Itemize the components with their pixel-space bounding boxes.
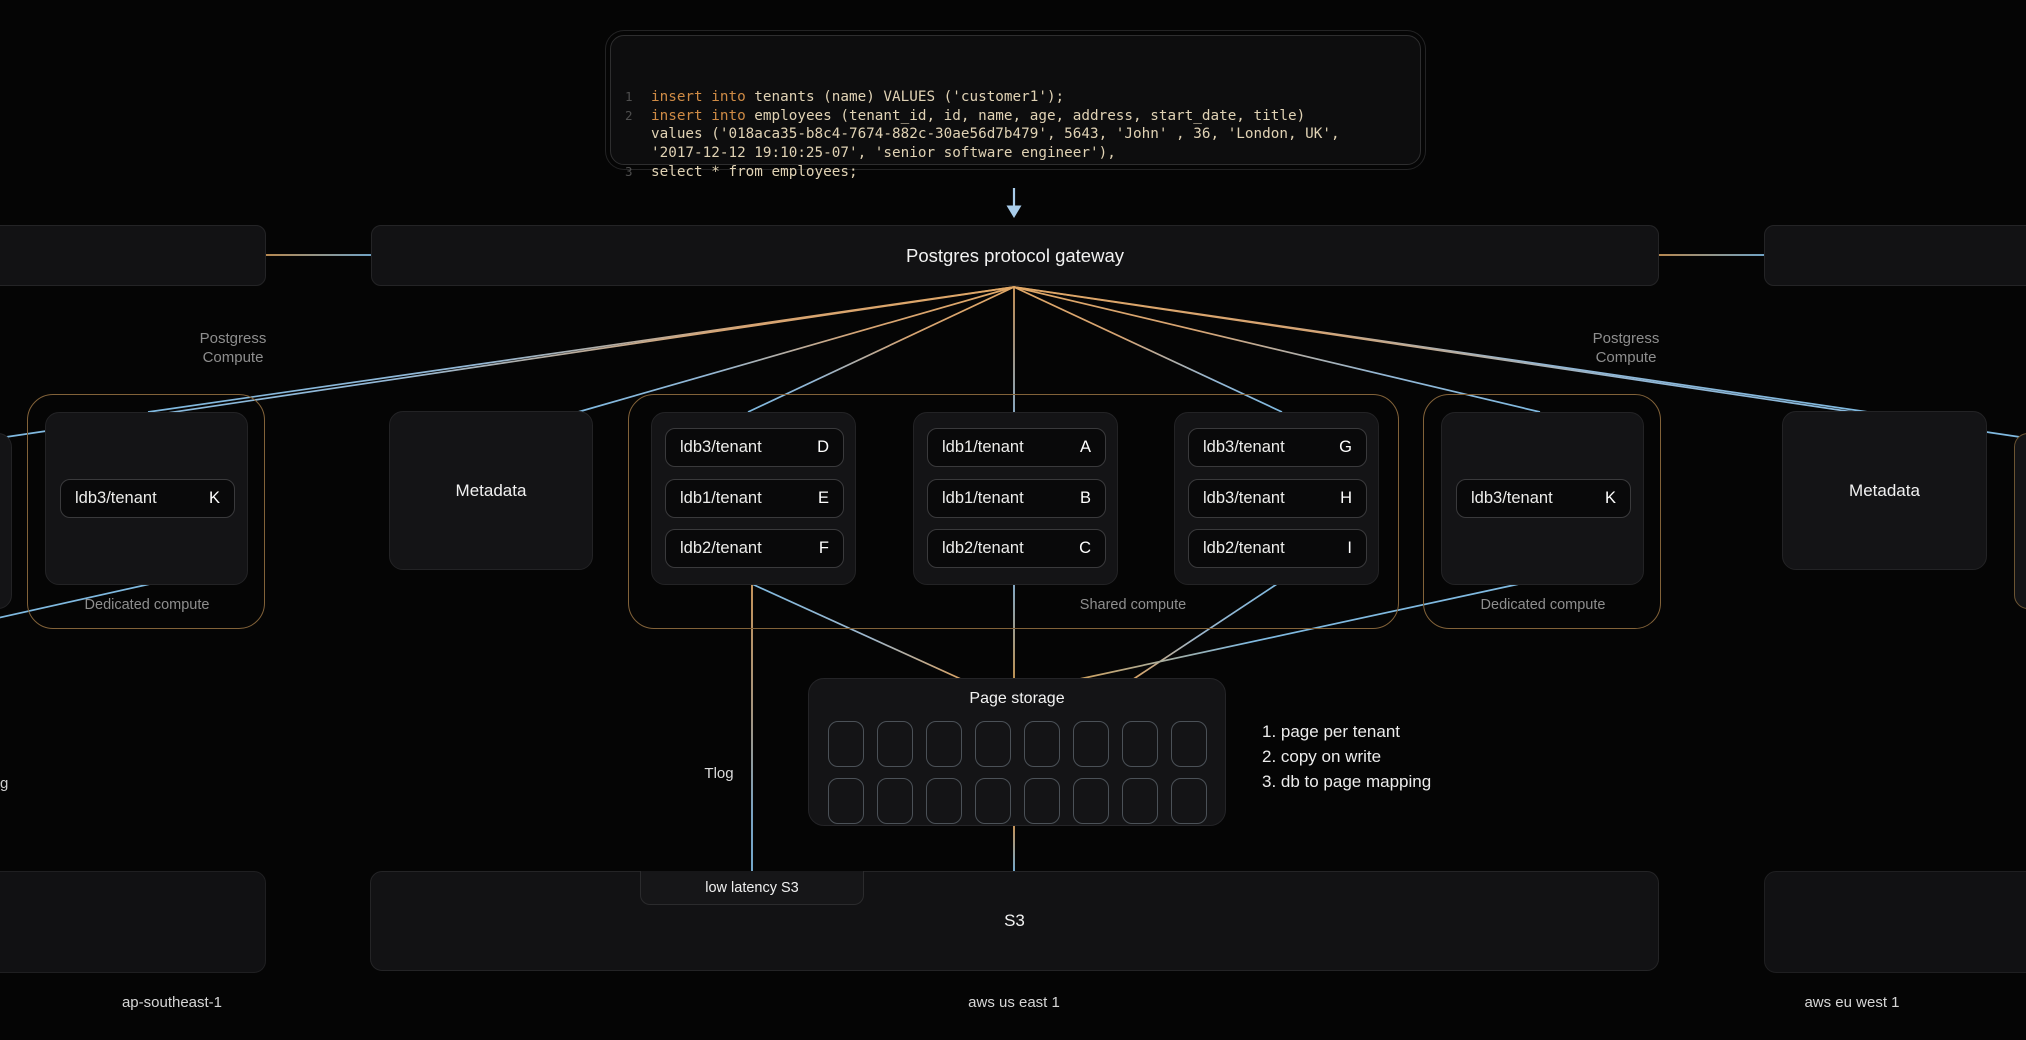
sql-code-line: '2017-12-12 19:10:25-07', 'senior softwa…: [625, 144, 1402, 163]
sql-code-text: select * from employees;: [651, 163, 858, 180]
postgress-compute-label-left: Postgress Compute: [199, 330, 267, 366]
sql-code-line: values ('018aca35-b8c4-7674-882c-30ae56d…: [625, 125, 1402, 144]
page-cell: [1171, 721, 1207, 767]
neighbor-gateway-left: [0, 225, 266, 286]
sql-code-panel: 1 insert into tenants (name) VALUES ('cus…: [610, 35, 1421, 180]
tenant-pill: ldb3/tenant G: [1188, 428, 1367, 467]
sql-code-text: values ('018aca35-b8c4-7674-882c-30ae56d…: [651, 126, 1340, 143]
region-label-right: aws eu west 1: [1804, 994, 1900, 1011]
page-cell: [877, 778, 913, 824]
sql-code-line: 3 select * from employees;: [625, 163, 1402, 182]
tenant-pill: ldb2/tenant C: [927, 529, 1106, 568]
neighbor-gateway-right: [1764, 225, 2026, 286]
page-storage-grid: [828, 721, 1208, 824]
note-item: 2. copy on write: [1262, 747, 1382, 766]
page-cell: [975, 721, 1011, 767]
postgres-protocol-gateway: Postgres protocol gateway: [371, 225, 1659, 286]
tenant-pill-k-right: ldb3/tenant K: [1456, 479, 1631, 518]
tenant-pill-k-left: ldb3/tenant K: [60, 479, 235, 518]
neighbor-compute-box-left: [0, 433, 12, 609]
tenant-pill: ldb2/tenant F: [665, 529, 844, 568]
page-cell: [1122, 778, 1158, 824]
shared-compute-label: Shared compute: [1079, 597, 1187, 613]
s3-box: S3: [370, 871, 1659, 971]
page-cell: [1024, 778, 1060, 824]
line-number: [625, 125, 651, 144]
sql-code-text: insert into tenants (name) VALUES ('cust…: [651, 89, 1065, 106]
page-cell: [1024, 721, 1060, 767]
dedicated-compute-label-right: Dedicated compute: [1480, 597, 1606, 613]
neighbor-s3-box-right: [1764, 871, 2026, 973]
compute-group-1: ldb3/tenant D ldb1/tenant E ldb2/tenant …: [651, 412, 856, 585]
compute-group-2: ldb1/tenant A ldb1/tenant B ldb2/tenant …: [913, 412, 1118, 585]
sql-code-text: '2017-12-12 19:10:25-07', 'senior softwa…: [651, 144, 1116, 161]
page-cell: [926, 721, 962, 767]
neighbor-s3-box-left: [0, 871, 266, 973]
tenant-db-label: ldb3/tenant: [1471, 489, 1553, 507]
low-latency-s3-box: low latency S3: [640, 871, 864, 905]
tenant-id-label: K: [208, 489, 220, 507]
page-cell: [1122, 721, 1158, 767]
dedicated-compute-box-right: ldb3/tenant K: [1441, 412, 1644, 585]
metadata-box-right: Metadata: [1782, 411, 1987, 570]
metadata-box-left: Metadata: [389, 411, 593, 570]
tenant-pill: ldb3/tenant D: [665, 428, 844, 467]
tlog-label: Tlog: [704, 765, 734, 782]
tenant-pill: ldb1/tenant A: [927, 428, 1106, 467]
tenant-db-label: ldb3/tenant: [75, 489, 157, 507]
dedicated-compute-box-left: ldb3/tenant K: [45, 412, 248, 585]
compute-group-3: ldb3/tenant G ldb3/tenant H ldb2/tenant …: [1174, 412, 1379, 585]
page-storage-title: Page storage: [969, 690, 1065, 707]
page-cell: [828, 778, 864, 824]
tenant-pill: ldb2/tenant I: [1188, 529, 1367, 568]
region-label-left: ap-southeast-1: [121, 994, 223, 1011]
page-cell: [1171, 778, 1207, 824]
sql-code-line: 2 insert into employees (tenant_id, id, n…: [625, 107, 1402, 126]
line-number: 2: [625, 107, 633, 123]
neighbor-compute-box-right: [2014, 433, 2026, 609]
sql-code-line: 1 insert into tenants (name) VALUES ('cus…: [625, 88, 1402, 107]
page-cell: [877, 721, 913, 767]
tenant-pill: ldb3/tenant H: [1188, 479, 1367, 518]
page-cell: [1073, 778, 1109, 824]
note-item: 3. db to page mapping: [1262, 772, 1432, 791]
page-storage-notes: 1. page per tenant 2. copy on write 3. db …: [1262, 719, 1431, 794]
page-cell: [975, 778, 1011, 824]
page-storage-box: Page storage: [808, 678, 1226, 826]
page-cell: [926, 778, 962, 824]
shared-compute-container: Shared compute ldb3/tenant D ldb1/tenant…: [628, 394, 1399, 629]
postgress-compute-label-right: Postgress Compute: [1592, 330, 1660, 366]
dedicated-compute-container-right: ldb3/tenant K Dedicated compute: [1423, 394, 1661, 629]
tenant-id-label: K: [1604, 489, 1616, 507]
line-number: 1: [625, 89, 633, 105]
line-number: [625, 144, 651, 163]
clipped-tlog-label-left: g: [0, 775, 9, 792]
note-item: 1. page per tenant: [1262, 722, 1401, 741]
dedicated-compute-label-left: Dedicated compute: [84, 597, 210, 613]
tenant-pill: ldb1/tenant B: [927, 479, 1106, 518]
page-cell: [828, 721, 864, 767]
line-number: 3: [625, 163, 633, 179]
dedicated-compute-container-left: ldb3/tenant K Dedicated compute: [27, 394, 265, 629]
region-label-center: aws us east 1: [968, 994, 1060, 1011]
gateway-label: Postgres protocol gateway: [905, 244, 1124, 266]
page-cell: [1073, 721, 1109, 767]
sql-code-text: insert into employees (tenant_id, id, na…: [651, 107, 1306, 124]
tenant-pill: ldb1/tenant E: [665, 479, 844, 518]
sql-code-lines: 1 insert into tenants (name) VALUES ('cus…: [625, 88, 1402, 181]
